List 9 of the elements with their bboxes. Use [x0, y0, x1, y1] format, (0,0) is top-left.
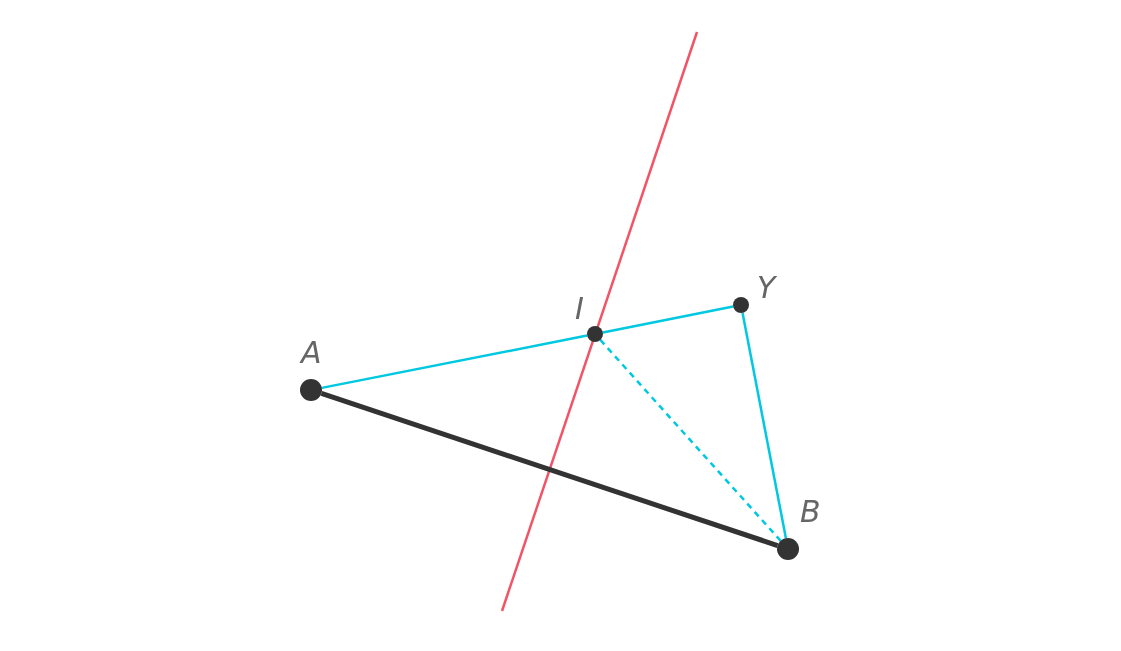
line-segment: [741, 312, 788, 539]
point-label: B: [800, 497, 821, 527]
line-segment: [320, 391, 779, 548]
point-label: I: [575, 294, 584, 324]
point-label: A: [301, 338, 322, 368]
dashed-line-segment: [599, 339, 782, 542]
point-label: Y: [757, 273, 776, 303]
line-segment: [602, 305, 734, 334]
line-segment: [321, 334, 588, 390]
